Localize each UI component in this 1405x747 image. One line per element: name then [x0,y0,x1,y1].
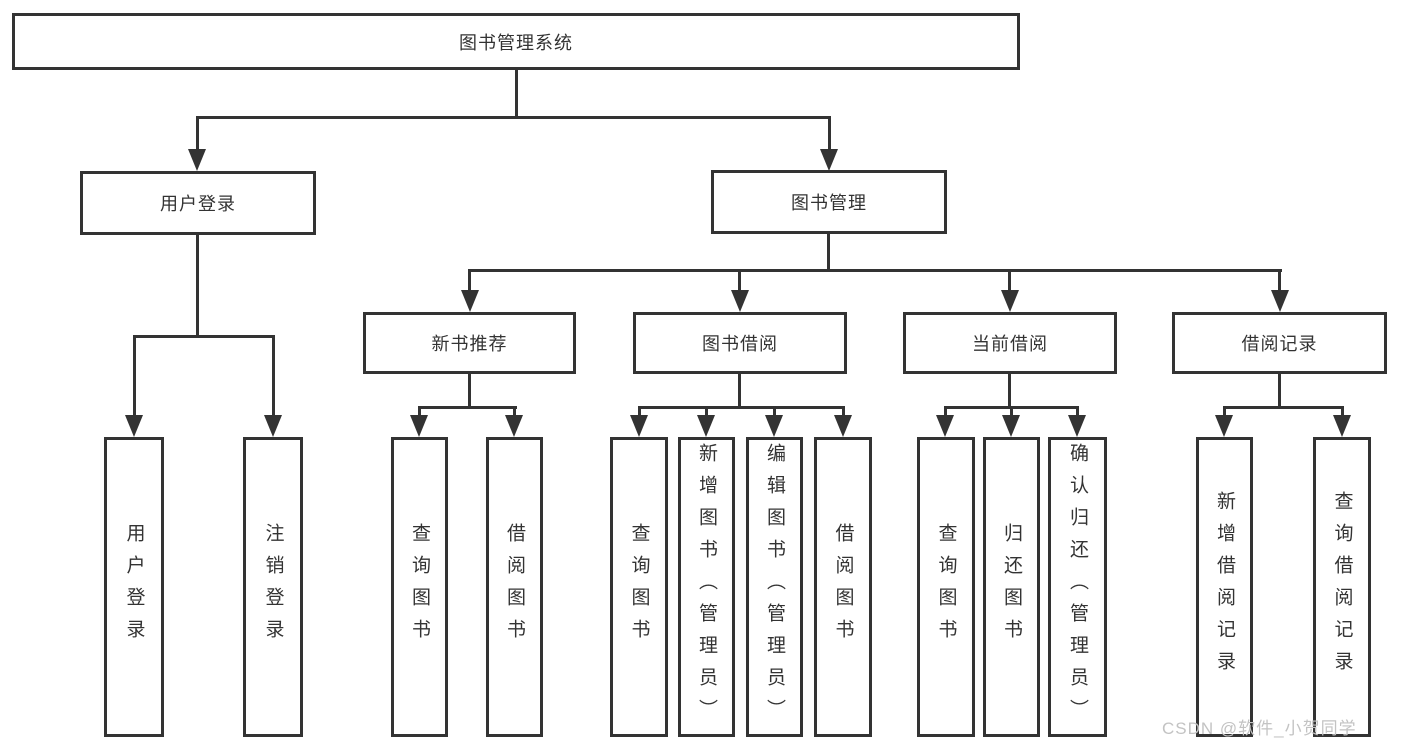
node-leaf-query-books-recommend: 查询图书 [391,437,448,737]
connector-line [738,374,741,409]
arrow-down-icon [1215,415,1233,437]
node-book-borrow: 图书借阅 [633,312,847,374]
connector-line [469,269,1282,272]
connector-line [133,335,275,338]
node-label: 新书推荐 [431,334,508,354]
node-leaf-add-borrow-record: 新增借阅记录 [1196,437,1253,737]
node-label: 借阅图书 [504,523,525,651]
connector-line [1278,374,1281,409]
node-label: 查询图书 [628,523,650,651]
node-label: 借阅记录 [1241,334,1318,354]
arrow-down-icon [1333,415,1351,437]
node-book-management: 图书管理 [711,170,947,234]
connector-line [638,406,641,418]
arrow-down-icon [1001,290,1019,312]
connector-line [1223,406,1344,409]
connector-line [738,269,741,292]
node-leaf-confirm-return-admin: 确认归还（管理员） [1048,437,1107,737]
connector-line [196,235,199,338]
node-label: 用户登录 [160,194,236,214]
node-leaf-query-books-current: 查询图书 [917,437,975,737]
arrow-down-icon [820,149,838,171]
arrow-down-icon [731,290,749,312]
connector-line [1278,269,1281,292]
node-leaf-query-books-borrow: 查询图书 [610,437,668,737]
node-label: 用户登录 [123,523,145,651]
arrow-down-icon [1271,290,1289,312]
node-label: 图书管理 [791,193,867,213]
node-label: 图书借阅 [702,334,778,354]
node-label: 归还图书 [1001,523,1022,651]
connector-line [828,116,831,152]
connector-line [1008,374,1011,409]
arrow-down-icon [834,415,852,437]
arrow-down-icon [410,415,428,437]
connector-line [1010,406,1013,418]
node-label: 新增借阅记录 [1214,491,1235,683]
connector-line [705,406,708,418]
node-leaf-return-books: 归还图书 [983,437,1040,737]
arrow-down-icon [765,415,783,437]
connector-line [468,374,471,409]
connector-line [513,406,516,418]
connector-line [196,116,831,119]
node-label: 当前借阅 [972,334,1048,354]
node-leaf-edit-books-admin: 编辑图书（管理员） [746,437,803,737]
node-label: 图书管理系统 [459,32,573,53]
arrow-down-icon [505,415,523,437]
connector-line [133,335,136,417]
node-leaf-logout: 注销登录 [243,437,303,737]
arrow-down-icon [461,290,479,312]
arrow-down-icon [697,415,715,437]
node-label: 查询图书 [935,523,957,651]
connector-line [1341,406,1344,418]
connector-line [827,234,830,272]
watermark: CSDN @软件_小贺同学 [1162,719,1357,738]
connector-line [1008,269,1011,292]
connector-line [196,116,199,152]
arrow-down-icon [630,415,648,437]
node-leaf-borrow-books: 借阅图书 [814,437,872,737]
connector-line [638,406,845,409]
connector-line [468,269,471,292]
connector-line [842,406,845,418]
node-leaf-borrow-books-recommend: 借阅图书 [486,437,543,737]
node-label: 查询图书 [409,523,430,651]
connector-line [944,406,947,418]
arrow-down-icon [1002,415,1020,437]
arrow-down-icon [936,415,954,437]
node-current-borrow: 当前借阅 [903,312,1117,374]
connector-line [1223,406,1226,418]
connector-line [1076,406,1079,418]
node-user-login-group: 用户登录 [80,171,316,235]
connector-line [272,335,275,417]
node-label: 注销登录 [262,523,284,651]
arrow-down-icon [1068,415,1086,437]
node-leaf-add-books-admin: 新增图书（管理员） [678,437,735,737]
node-leaf-query-borrow-record: 查询借阅记录 [1313,437,1371,737]
node-label: 借阅图书 [832,523,854,651]
connector-line [418,406,517,409]
connector-line [418,406,421,418]
connector-line [773,406,776,418]
arrow-down-icon [188,149,206,171]
node-label: 查询借阅记录 [1331,491,1353,683]
node-borrow-records: 借阅记录 [1172,312,1387,374]
node-label: 确认归还（管理员） [1067,443,1088,731]
node-library-management-system: 图书管理系统 [12,13,1020,70]
node-label: 新增图书（管理员） [696,443,717,731]
arrow-down-icon [264,415,282,437]
connector-line [515,70,518,118]
node-label: 编辑图书（管理员） [764,443,785,731]
node-new-book-recommend: 新书推荐 [363,312,576,374]
node-leaf-user-login: 用户登录 [104,437,164,737]
arrow-down-icon [125,415,143,437]
